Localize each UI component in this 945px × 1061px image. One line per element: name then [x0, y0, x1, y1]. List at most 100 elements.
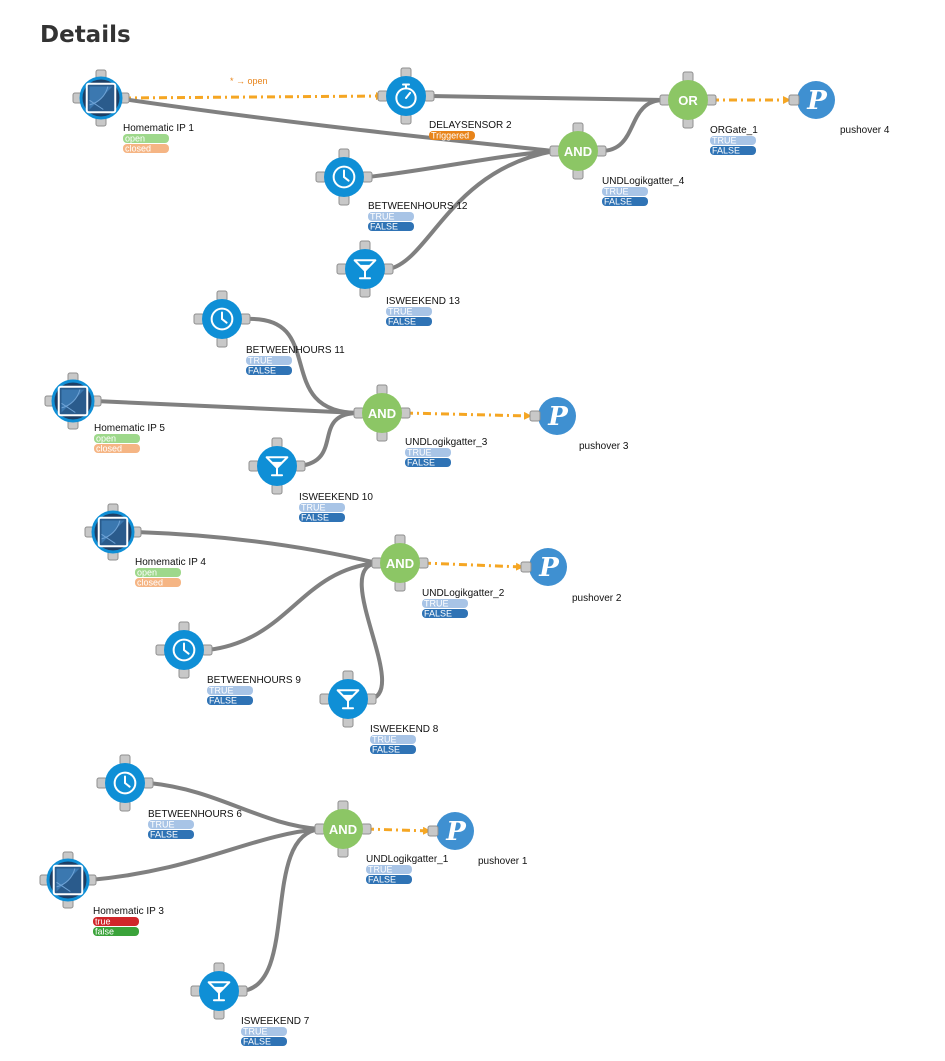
port-chip-false[interactable] — [241, 1037, 287, 1046]
logic-gate-body[interactable] — [558, 131, 598, 171]
clock-icon — [210, 307, 234, 331]
edge-and2-to-p2[interactable] — [422, 561, 524, 571]
port-chip-true[interactable] — [405, 448, 451, 457]
port-chip-open[interactable] — [123, 134, 169, 143]
edge-hm4-to-and2[interactable] — [135, 530, 378, 565]
port-chip-closed[interactable] — [135, 578, 181, 587]
edge-delay2-to-or1[interactable] — [429, 94, 665, 102]
node-body[interactable] — [797, 81, 835, 119]
port-label: TRUE — [243, 1027, 268, 1037]
edge-we8-to-and2[interactable] — [359, 561, 385, 701]
node-body[interactable] — [529, 548, 567, 586]
edge-bh11-to-and3[interactable] — [245, 316, 360, 415]
edge-hm1-to-and4[interactable] — [122, 97, 555, 153]
edge-bh6-to-and1[interactable] — [148, 781, 321, 831]
connection-handle[interactable] — [788, 94, 800, 106]
edge-bh9-to-and2[interactable] — [207, 561, 378, 652]
port-chip-true_red[interactable] — [93, 917, 139, 926]
port-chip-false[interactable] — [299, 513, 345, 522]
port-chip-false[interactable] — [246, 366, 292, 375]
connection-handle[interactable] — [529, 410, 541, 422]
port-chip-closed[interactable] — [123, 144, 169, 153]
node-body[interactable] — [436, 812, 474, 850]
port-label: FALSE — [243, 1037, 271, 1047]
edge-we7-to-and1[interactable] — [241, 827, 321, 993]
edge-and4-to-or1[interactable] — [600, 98, 665, 153]
node-body[interactable] — [538, 397, 576, 435]
port-chip-false_green[interactable] — [93, 927, 139, 936]
edge-we13-to-and4[interactable] — [388, 149, 555, 271]
node-label: ISWEEKEND 7 — [241, 1016, 310, 1027]
connection-handle[interactable] — [427, 825, 439, 837]
port-chip-closed[interactable] — [94, 444, 140, 453]
port-chip-true[interactable] — [241, 1027, 287, 1036]
port-label: open — [96, 434, 116, 444]
port-chip-true[interactable] — [710, 136, 756, 145]
port-chip-false[interactable] — [386, 317, 432, 326]
connection-handle[interactable] — [520, 561, 532, 573]
port-chip-false[interactable] — [148, 830, 194, 839]
edge-and3-to-p3[interactable] — [404, 411, 532, 420]
port-chip-false[interactable] — [366, 875, 412, 884]
logic-gate-body[interactable] — [380, 543, 420, 583]
port-chip-true[interactable] — [246, 356, 292, 365]
port-chip-false[interactable] — [370, 745, 416, 754]
port-chip-true[interactable] — [370, 735, 416, 744]
port-chip-open[interactable] — [94, 434, 140, 443]
port-chip-open[interactable] — [135, 568, 181, 577]
port-label: TRUE — [301, 503, 326, 513]
edge-hm5-to-and3[interactable] — [94, 399, 360, 415]
port-chip-true[interactable] — [386, 307, 432, 316]
port-chip-false[interactable] — [207, 696, 253, 705]
logic-gate-body[interactable] — [362, 393, 402, 433]
port-chip-false[interactable] — [422, 609, 468, 618]
edge-hm3-to-and1[interactable] — [89, 827, 321, 882]
edge-hm1-to-delay2[interactable] — [122, 92, 384, 101]
port-chip-false[interactable] — [368, 222, 414, 231]
logic-gate-body[interactable] — [668, 80, 708, 120]
gate-type-label: AND — [368, 406, 396, 421]
port-chip-true[interactable] — [366, 865, 412, 874]
port-chip-false[interactable] — [710, 146, 756, 155]
port-chip-false[interactable] — [405, 458, 451, 467]
port-label: FALSE — [424, 609, 452, 619]
edge-and1-to-p1[interactable] — [365, 826, 431, 835]
node-label: ISWEEKEND 10 — [299, 492, 373, 503]
logic-gate-body[interactable] — [323, 809, 363, 849]
port-chip-true[interactable] — [422, 599, 468, 608]
edge-we10-to-and3[interactable] — [299, 411, 360, 468]
port-chip-false[interactable] — [602, 197, 648, 206]
port-chip-true[interactable] — [148, 820, 194, 829]
port-chip-true[interactable] — [602, 187, 648, 196]
port-chip-true[interactable] — [207, 686, 253, 695]
edge-bh12-to-and4[interactable] — [367, 149, 555, 179]
port-chip-true[interactable] — [368, 212, 414, 221]
port-chip-triggered[interactable] — [429, 131, 475, 140]
node-body[interactable] — [386, 76, 426, 116]
port-chip-true[interactable] — [299, 503, 345, 512]
